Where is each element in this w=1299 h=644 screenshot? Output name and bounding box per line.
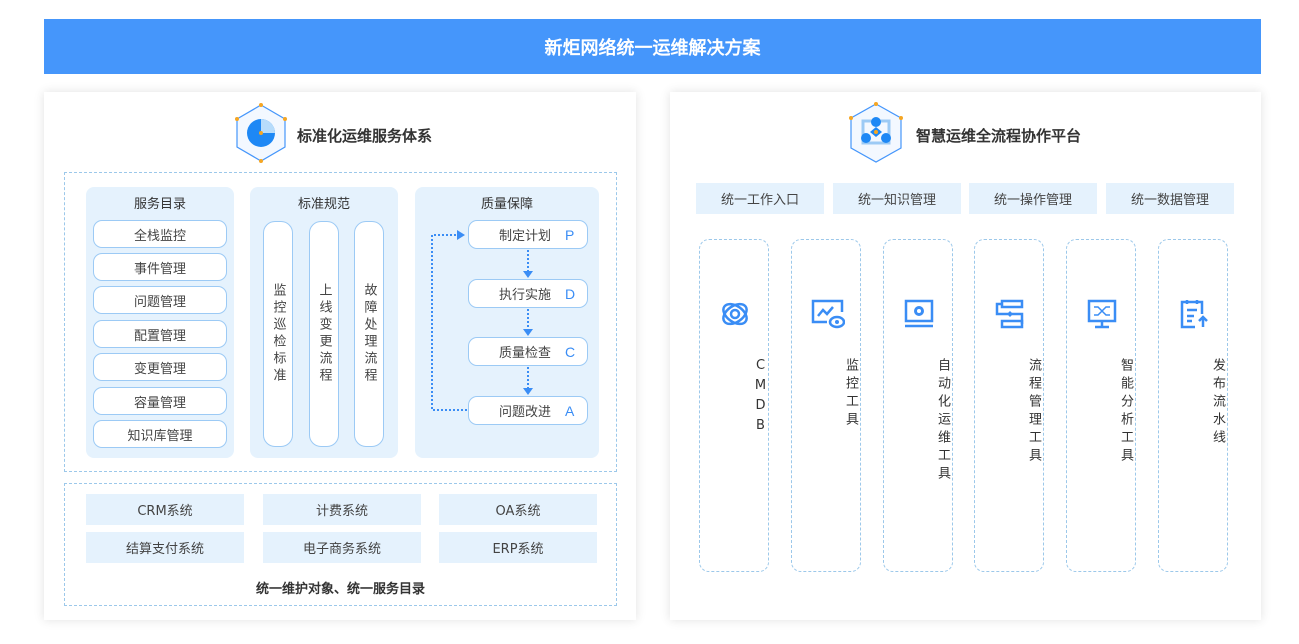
release-doc-icon	[1180, 300, 1208, 329]
left-title: 标准化运维服务体系	[297, 127, 433, 145]
system-item: 电子商务系统	[263, 532, 421, 563]
monitor-eye-icon	[811, 299, 845, 329]
analysis-screen-icon	[1087, 299, 1117, 329]
system-item: 结算支付系统	[86, 532, 244, 563]
service-frame	[64, 172, 617, 472]
pdca-check[interactable]: 质量检查 C	[468, 337, 588, 366]
pie-chart-hex-icon	[235, 103, 287, 163]
tab-operation[interactable]: 统一操作管理	[969, 183, 1097, 214]
catalog-item[interactable]: 配置管理	[93, 320, 227, 348]
standards-column: 标准规范 监控巡检标准 上线变更流程 故障处理流程	[250, 187, 398, 458]
systems-footer: 统一维护对象、统一服务目录	[255, 582, 425, 597]
catalog-item[interactable]: 问题管理	[93, 286, 227, 314]
tool-label: 流程管理工具	[1026, 358, 1041, 466]
catalog-item[interactable]: 知识库管理	[93, 420, 227, 448]
step-label: 问题改进	[499, 405, 552, 420]
tool-monitoring[interactable]: 监控工具	[791, 239, 861, 572]
system-item: 计费系统	[263, 494, 421, 525]
standard-item[interactable]: 监控巡检标准	[263, 221, 293, 447]
tool-label: 发布流水线	[1210, 358, 1225, 448]
tool-label: 监控工具	[843, 358, 858, 430]
quality-title: 质量保障	[480, 197, 533, 212]
standard-item[interactable]: 上线变更流程	[309, 221, 339, 447]
standard-service-card: 标准化运维服务体系 服务目录 全栈监控 事件管理 问题管理 配置管理 变更管理 …	[44, 92, 636, 620]
tab-knowledge[interactable]: 统一知识管理	[833, 183, 961, 214]
platform-card: 智慧运维全流程协作平台 统一工作入口 统一知识管理 统一操作管理 统一数据管理 …	[670, 92, 1261, 620]
step-letter: D	[565, 285, 576, 302]
catalog-item[interactable]: 事件管理	[93, 253, 227, 281]
step-label: 制定计划	[499, 229, 552, 244]
catalog-item[interactable]: 容量管理	[93, 387, 227, 415]
tab-data[interactable]: 统一数据管理	[1106, 183, 1234, 214]
system-item: OA系统	[439, 494, 597, 525]
page-banner: 新炬网络统一运维解决方案	[44, 19, 1261, 74]
flowchart-icon	[995, 299, 1024, 329]
tool-label: 智能分析工具	[1118, 358, 1133, 466]
tab-work-entry[interactable]: 统一工作入口	[696, 183, 824, 214]
standards-title: 标准规范	[297, 197, 350, 212]
step-label: 质量检查	[499, 346, 552, 361]
catalog-item[interactable]: 全栈监控	[93, 220, 227, 248]
catalog-column: 服务目录 全栈监控 事件管理 问题管理 配置管理 变更管理 容量管理 知识库管理	[86, 187, 234, 458]
tool-automation[interactable]: 自动化运维工具	[883, 239, 953, 572]
system-item: CRM系统	[86, 494, 244, 525]
tool-process[interactable]: 流程管理工具	[974, 239, 1044, 572]
catalog-title: 服务目录	[133, 197, 186, 212]
pdca-plan[interactable]: 制定计划 P	[468, 220, 588, 249]
tool-release[interactable]: 发布流水线	[1158, 239, 1228, 572]
quality-column: 质量保障 制定计划 P 执行实施 D 质量检查 C 问题改进 A	[415, 187, 599, 458]
step-label: 执行实施	[499, 288, 552, 303]
catalog-item[interactable]: 变更管理	[93, 353, 227, 381]
right-title: 智慧运维全流程协作平台	[916, 127, 1082, 145]
pdca-act[interactable]: 问题改进 A	[468, 396, 588, 425]
tool-label: 自动化运维工具	[935, 358, 950, 484]
systems-frame	[64, 483, 617, 606]
standard-item[interactable]: 故障处理流程	[354, 221, 384, 447]
step-letter: P	[565, 226, 575, 243]
cmdb-icon	[722, 302, 748, 326]
tool-cmdb[interactable]: CMDB	[699, 239, 769, 572]
pdca-do[interactable]: 执行实施 D	[468, 279, 588, 308]
tool-label: CMDB	[753, 358, 768, 438]
step-letter: A	[565, 402, 575, 419]
system-item: ERP系统	[439, 532, 597, 563]
gear-screen-icon	[904, 299, 934, 328]
tool-analysis[interactable]: 智能分析工具	[1066, 239, 1136, 572]
pdca-arrows	[431, 230, 533, 411]
step-letter: C	[565, 343, 576, 360]
cube-network-hex-icon	[849, 102, 903, 163]
